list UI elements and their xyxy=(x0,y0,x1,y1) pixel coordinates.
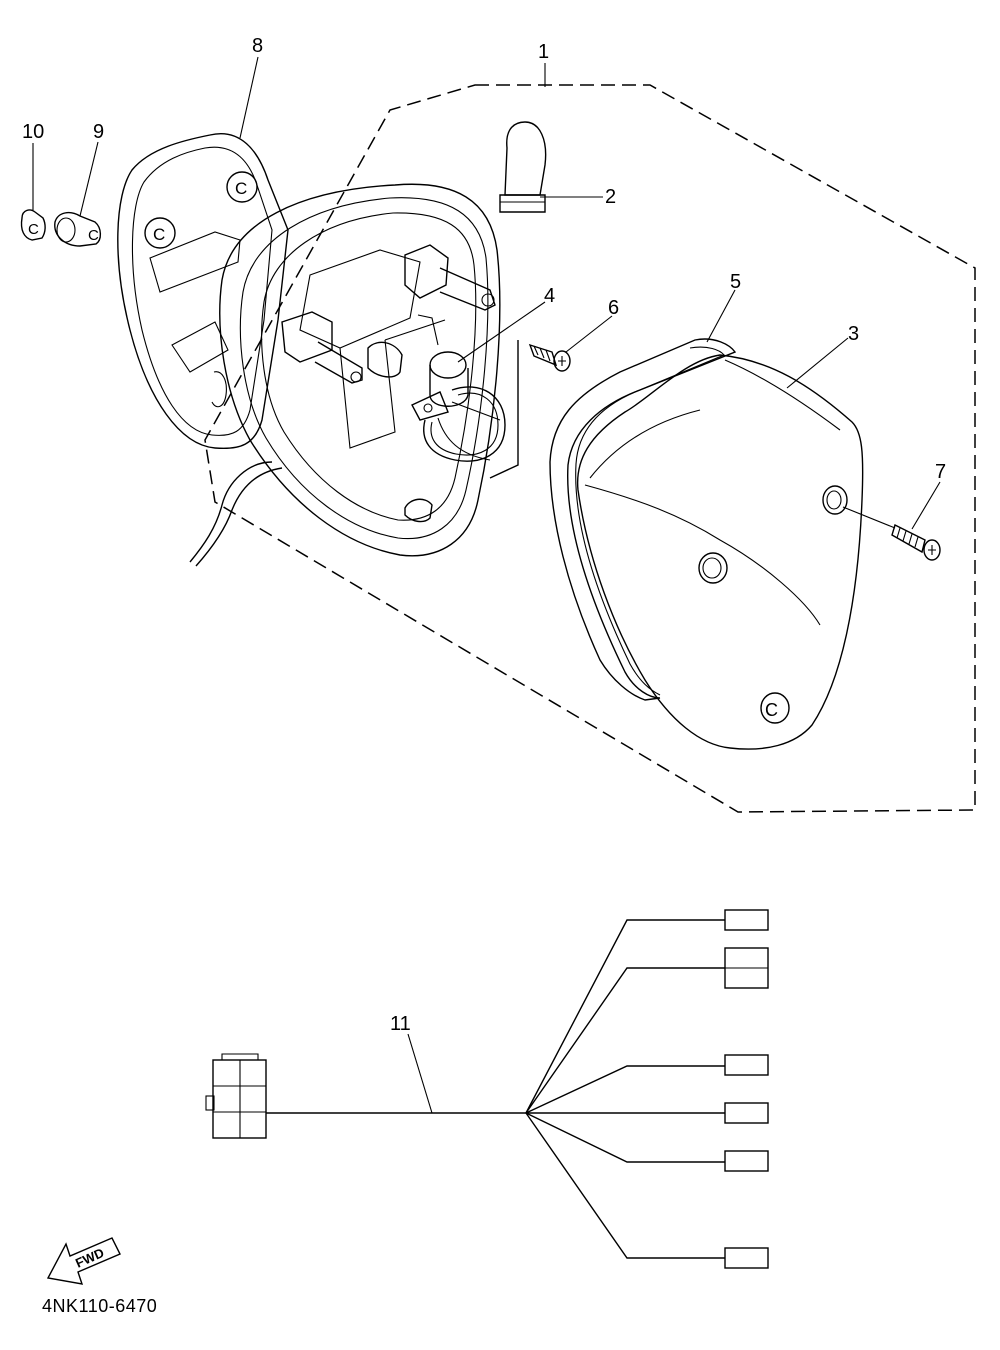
callout-10: 10 xyxy=(22,121,44,143)
leader-lines xyxy=(32,56,941,530)
harness-terminal-6 xyxy=(724,1247,769,1269)
harness-terminal-1 xyxy=(724,909,769,931)
assembly-boundary xyxy=(204,84,976,813)
fwd-arrow-icon: FWD xyxy=(46,1237,121,1285)
svg-text:C: C xyxy=(88,227,99,244)
lamp-housing xyxy=(219,183,501,557)
harness-terminal-4 xyxy=(724,1102,769,1124)
svg-text:C: C xyxy=(235,179,247,198)
lens-screw-hole-upper xyxy=(822,485,848,515)
callout-8: 8 xyxy=(252,35,263,57)
part-5-lens-gasket xyxy=(549,338,737,701)
part-3-lens: C xyxy=(576,354,864,750)
harness-terminal-5 xyxy=(724,1150,769,1172)
lens-screw-hole-lower: C xyxy=(760,692,790,724)
part-6-screw xyxy=(528,343,571,372)
callout-5: 5 xyxy=(730,271,741,293)
callout-6: 6 xyxy=(608,297,619,319)
callout-9: 9 xyxy=(93,121,104,143)
housing-wire-lead xyxy=(195,467,283,567)
part-8-base-plate: C C xyxy=(117,133,289,450)
callout-3: 3 xyxy=(848,323,859,345)
callout-2: 2 xyxy=(605,186,616,208)
lens-screw-hole-left xyxy=(698,552,728,584)
part-9-grommet: C xyxy=(54,211,102,247)
grommet-upper: C xyxy=(226,171,258,203)
callout-7: 7 xyxy=(935,461,946,483)
svg-text:C: C xyxy=(153,225,165,244)
callout-4: 4 xyxy=(544,285,555,307)
callout-11: 11 xyxy=(390,1013,411,1035)
grommet-lower: C xyxy=(144,217,176,249)
harness-terminal-3 xyxy=(724,1054,769,1076)
part-4-socket xyxy=(411,351,506,462)
harness-main-coupler xyxy=(205,1053,267,1139)
callout-labels: 1 2 3 4 5 6 7 8 9 10 11 xyxy=(22,35,946,1035)
svg-text:C: C xyxy=(28,221,39,238)
part-2-bulb xyxy=(499,121,547,213)
part-11-wiring-harness xyxy=(205,909,769,1269)
part-7-screw xyxy=(842,506,941,561)
part-10-nut: C xyxy=(20,209,46,241)
callout-1: 1 xyxy=(538,41,549,63)
svg-text:C: C xyxy=(765,700,778,720)
diagram-part-code: 4NK110-6470 xyxy=(42,1296,158,1316)
